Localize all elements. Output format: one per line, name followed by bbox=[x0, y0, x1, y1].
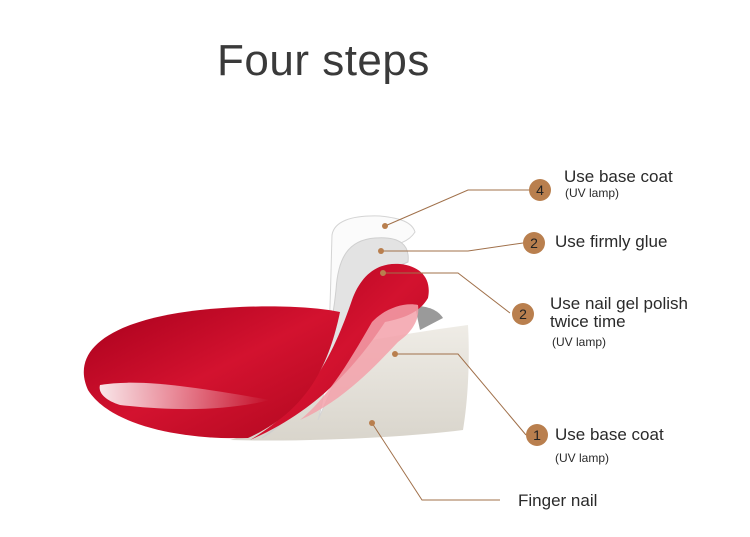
page-title: Four steps bbox=[217, 36, 430, 85]
step-2-label-line2: twice time bbox=[550, 312, 626, 331]
step-1-label: Use base coat bbox=[555, 425, 664, 444]
step-2-label: Use nail gel polish bbox=[550, 294, 688, 313]
leader-line-step-3 bbox=[381, 242, 524, 252]
finger-nail-label: Finger nail bbox=[518, 491, 598, 510]
step-4-label: Use base coat bbox=[564, 167, 673, 186]
dot-step-2 bbox=[380, 270, 386, 276]
step-2-badge: 2 bbox=[512, 303, 534, 325]
nail-side-tab bbox=[415, 306, 443, 330]
step-1-note: (UV lamp) bbox=[555, 451, 610, 465]
pink-layer bbox=[300, 304, 419, 420]
dot-step-1 bbox=[392, 351, 398, 357]
leader-line-finger-nail bbox=[371, 422, 500, 501]
red-polish-layer bbox=[250, 263, 429, 440]
leader-line-step-4 bbox=[384, 189, 530, 227]
dot-step-3 bbox=[378, 248, 384, 254]
leader-lines bbox=[371, 189, 530, 501]
dot-step-4 bbox=[382, 223, 388, 229]
leader-line-step-2 bbox=[383, 272, 511, 314]
step-4-note: (UV lamp) bbox=[565, 186, 620, 200]
step-4-badge: 4 bbox=[529, 179, 551, 201]
step-3-label: Use firmly glue bbox=[555, 232, 668, 251]
dot-finger-nail bbox=[369, 420, 375, 426]
nail-shine bbox=[99, 382, 270, 410]
step-1-badge: 1 bbox=[526, 424, 548, 446]
step-3-badge: 2 bbox=[523, 232, 545, 254]
leader-line-step-1 bbox=[395, 353, 527, 436]
step-2-note: (UV lamp) bbox=[552, 335, 607, 349]
leader-dots bbox=[369, 223, 398, 426]
